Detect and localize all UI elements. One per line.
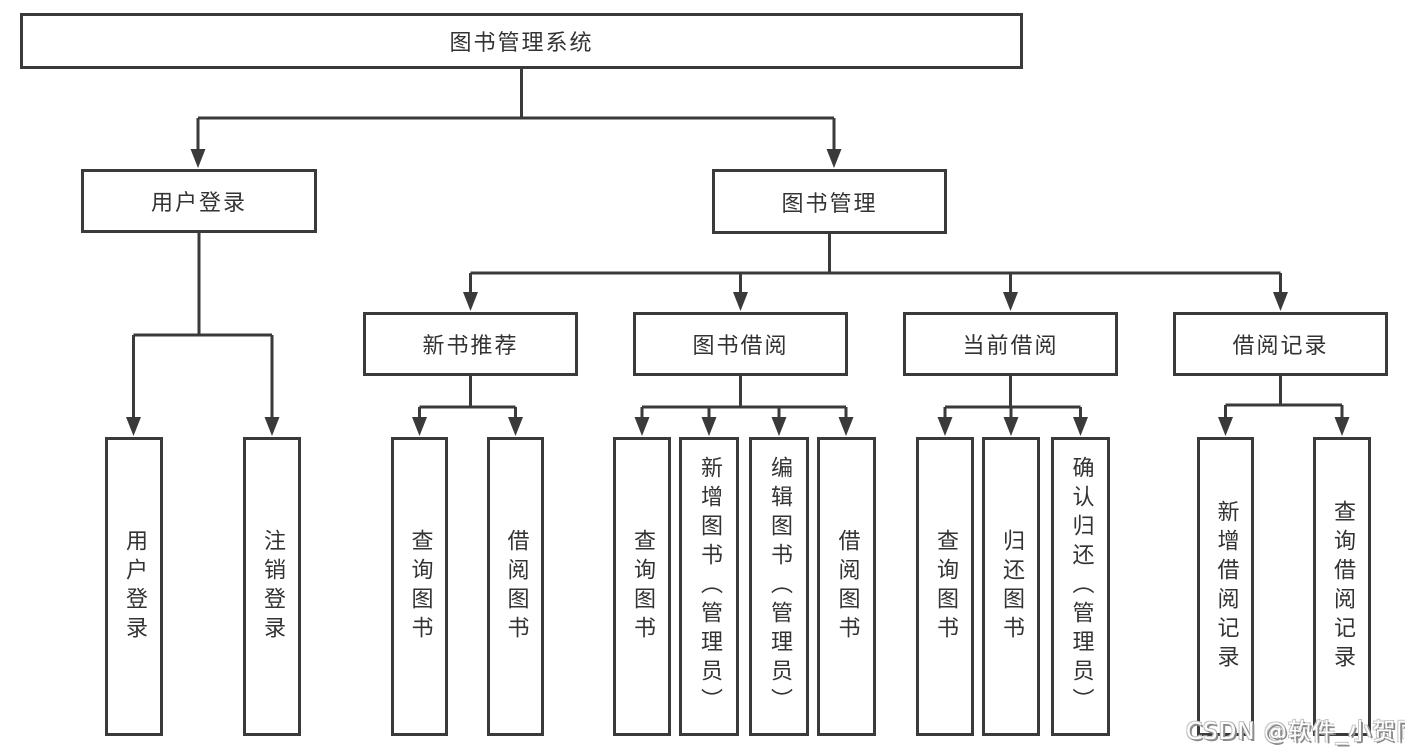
leaf-add-books-admin: 新增图书（管理员） (679, 437, 739, 736)
leaf-add-borrow-record: 新增借阅记录 (1197, 437, 1254, 736)
node-root-label: 图书管理系统 (449, 31, 594, 56)
leaf-return-books: 归还图书 (982, 437, 1040, 736)
leaf-query-borrow-record: 查询借阅记录 (1313, 437, 1371, 736)
leaf-confirm-return-admin: 确认归还（管理员） (1051, 437, 1110, 736)
node-book-borrowing: 图书借阅 (633, 312, 848, 376)
leaf-borrow-books-recommend: 借阅图书 (487, 437, 544, 736)
leaf-logout: 注销登录 (243, 437, 301, 736)
leaf-query-books-current-label: 查询图书 (933, 528, 958, 645)
node-borrowing-records-label: 借阅记录 (1232, 334, 1329, 359)
node-book-management-label: 图书管理 (781, 191, 878, 217)
arrowheads (126, 149, 1350, 436)
node-borrowing-records: 借阅记录 (1173, 312, 1388, 376)
leaf-edit-books-admin-label: 编辑图书（管理员） (767, 456, 792, 717)
leaf-add-borrow-record-label: 新增借阅记录 (1213, 499, 1239, 674)
node-book-borrowing-label: 图书借阅 (692, 334, 789, 359)
leaf-query-books-borrow-label: 查询图书 (630, 528, 655, 645)
node-root-system: 图书管理系统 (20, 13, 1023, 69)
csdn-watermark: CSDN @软件_小贺同学 (1186, 719, 1405, 745)
leaf-borrow-books-recommend-label: 借阅图书 (503, 528, 529, 645)
node-book-management: 图书管理 (712, 169, 947, 234)
leaf-borrow-books-label: 借阅图书 (834, 528, 860, 645)
leaf-return-books-label: 归还图书 (999, 528, 1024, 645)
node-user-login-label: 用户登录 (150, 191, 247, 216)
leaf-logout-label: 注销登录 (260, 528, 285, 645)
leaf-confirm-return-admin-label: 确认归还（管理员） (1068, 456, 1094, 717)
leaf-query-books-recommend: 查询图书 (391, 437, 448, 736)
node-current-borrowing: 当前借阅 (903, 312, 1118, 376)
node-user-login: 用户登录 (81, 169, 317, 233)
node-current-borrowing-label: 当前借阅 (962, 334, 1059, 359)
leaf-query-books-current: 查询图书 (916, 437, 974, 736)
leaf-query-books-borrow: 查询图书 (613, 437, 671, 736)
leaf-user-login-label: 用户登录 (122, 528, 147, 645)
node-new-book-recommend-label: 新书推荐 (422, 334, 519, 359)
leaf-borrow-books: 借阅图书 (817, 437, 876, 736)
leaf-query-books-recommend-label: 查询图书 (407, 528, 433, 645)
leaf-query-borrow-record-label: 查询借阅记录 (1330, 499, 1355, 674)
leaf-add-books-admin-label: 新增图书（管理员） (697, 456, 722, 717)
node-new-book-recommend: 新书推荐 (363, 312, 578, 376)
leaf-user-login: 用户登录 (105, 437, 163, 736)
leaf-edit-books-admin: 编辑图书（管理员） (749, 437, 809, 736)
